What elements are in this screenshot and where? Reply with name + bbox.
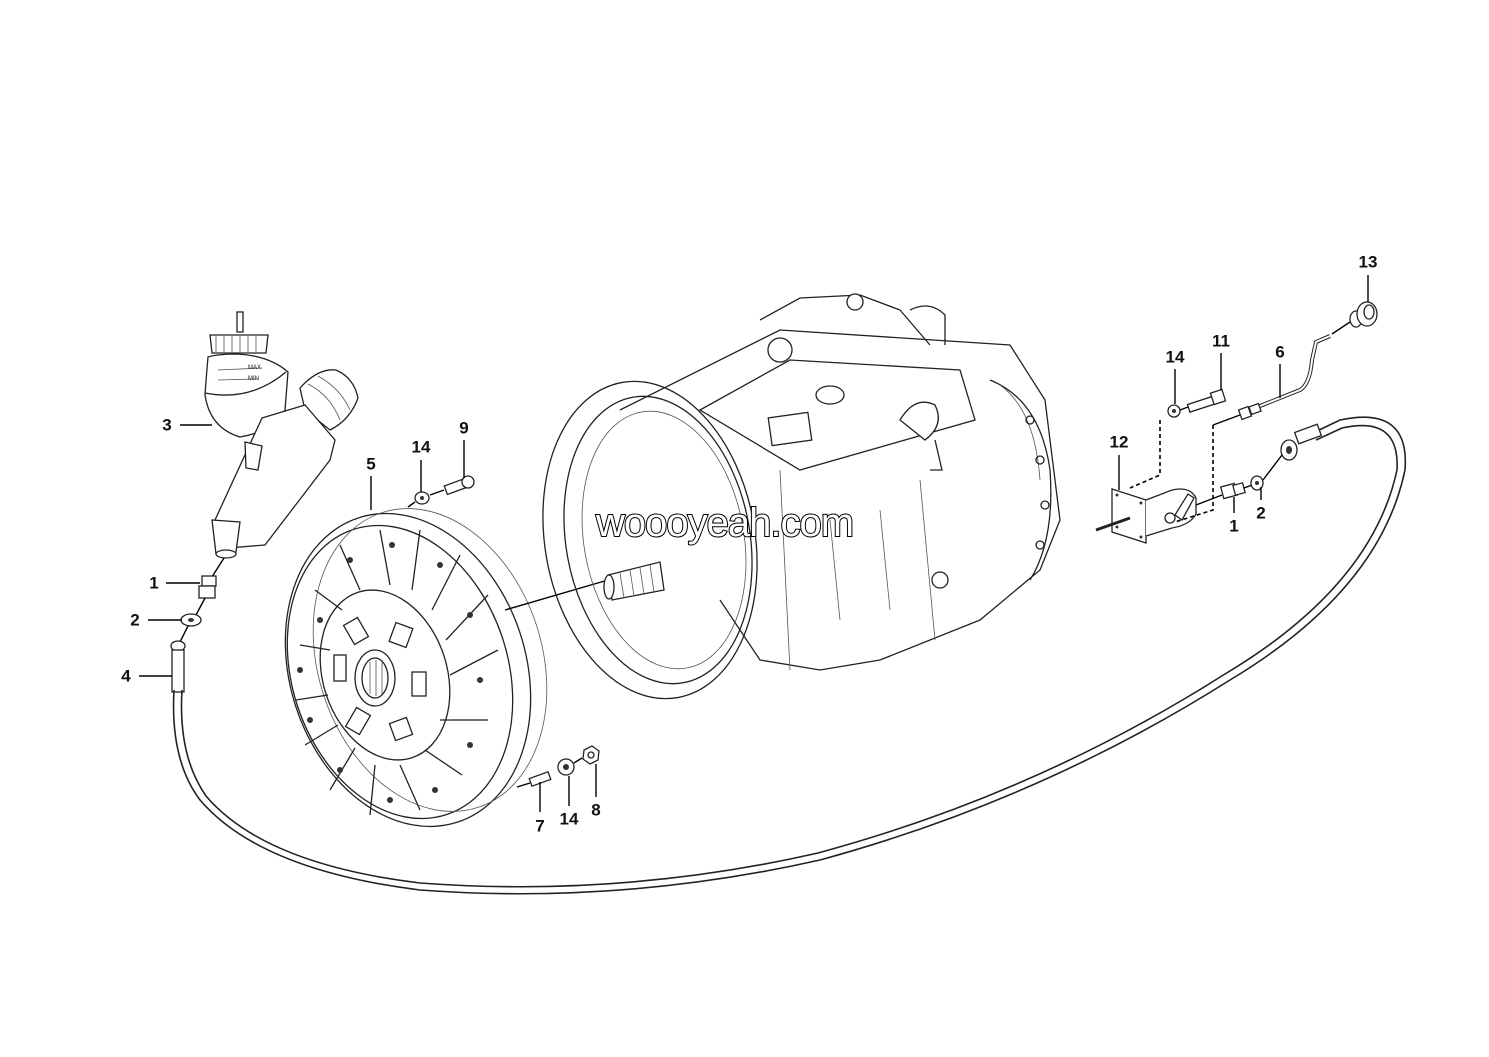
bolt-9 — [429, 475, 475, 496]
callout-3: 3 — [162, 415, 172, 435]
callout-4: 4 — [121, 666, 131, 686]
clutch-servo-drawing — [1095, 488, 1223, 544]
master-cylinder-drawing: MAX MIN — [204, 311, 359, 581]
callout-5: 5 — [366, 454, 376, 474]
dashed-leader-14 — [1129, 420, 1161, 489]
hydraulic-hose — [170, 416, 1407, 895]
callout-14-right: 14 — [1165, 347, 1185, 367]
callout-13: 13 — [1358, 252, 1378, 272]
callout-14-lower: 14 — [559, 809, 579, 829]
pipe-6 — [1237, 321, 1351, 421]
svg-text:MIN: MIN — [248, 376, 259, 382]
bleed-fitting-13 — [1349, 301, 1378, 328]
callout-2-right: 2 — [1256, 503, 1266, 523]
dashed-leader-11 — [1174, 425, 1214, 523]
connector-fitting-right — [1219, 482, 1253, 500]
callout-1-right: 1 — [1229, 516, 1239, 536]
clutch-disc-drawing — [284, 508, 609, 828]
callout-2-left: 2 — [130, 610, 140, 630]
callout-1-left: 1 — [149, 573, 159, 593]
stud-washer-nut — [516, 745, 600, 788]
callout-14-upper: 14 — [411, 437, 431, 457]
callout-6: 6 — [1275, 342, 1285, 362]
callout-12: 12 — [1109, 432, 1129, 452]
watermark-text: woooyeah.com — [595, 501, 855, 545]
callout-7: 7 — [535, 816, 545, 836]
connector-fitting-left — [195, 575, 217, 616]
leader-lines — [139, 275, 1369, 812]
callout-8: 8 — [591, 800, 601, 820]
callout-11: 11 — [1212, 331, 1230, 351]
svg-text:MAX: MAX — [248, 365, 261, 371]
bolt-11 — [1179, 388, 1227, 413]
transmission-drawing — [542, 293, 1061, 700]
callout-9: 9 — [459, 418, 469, 438]
